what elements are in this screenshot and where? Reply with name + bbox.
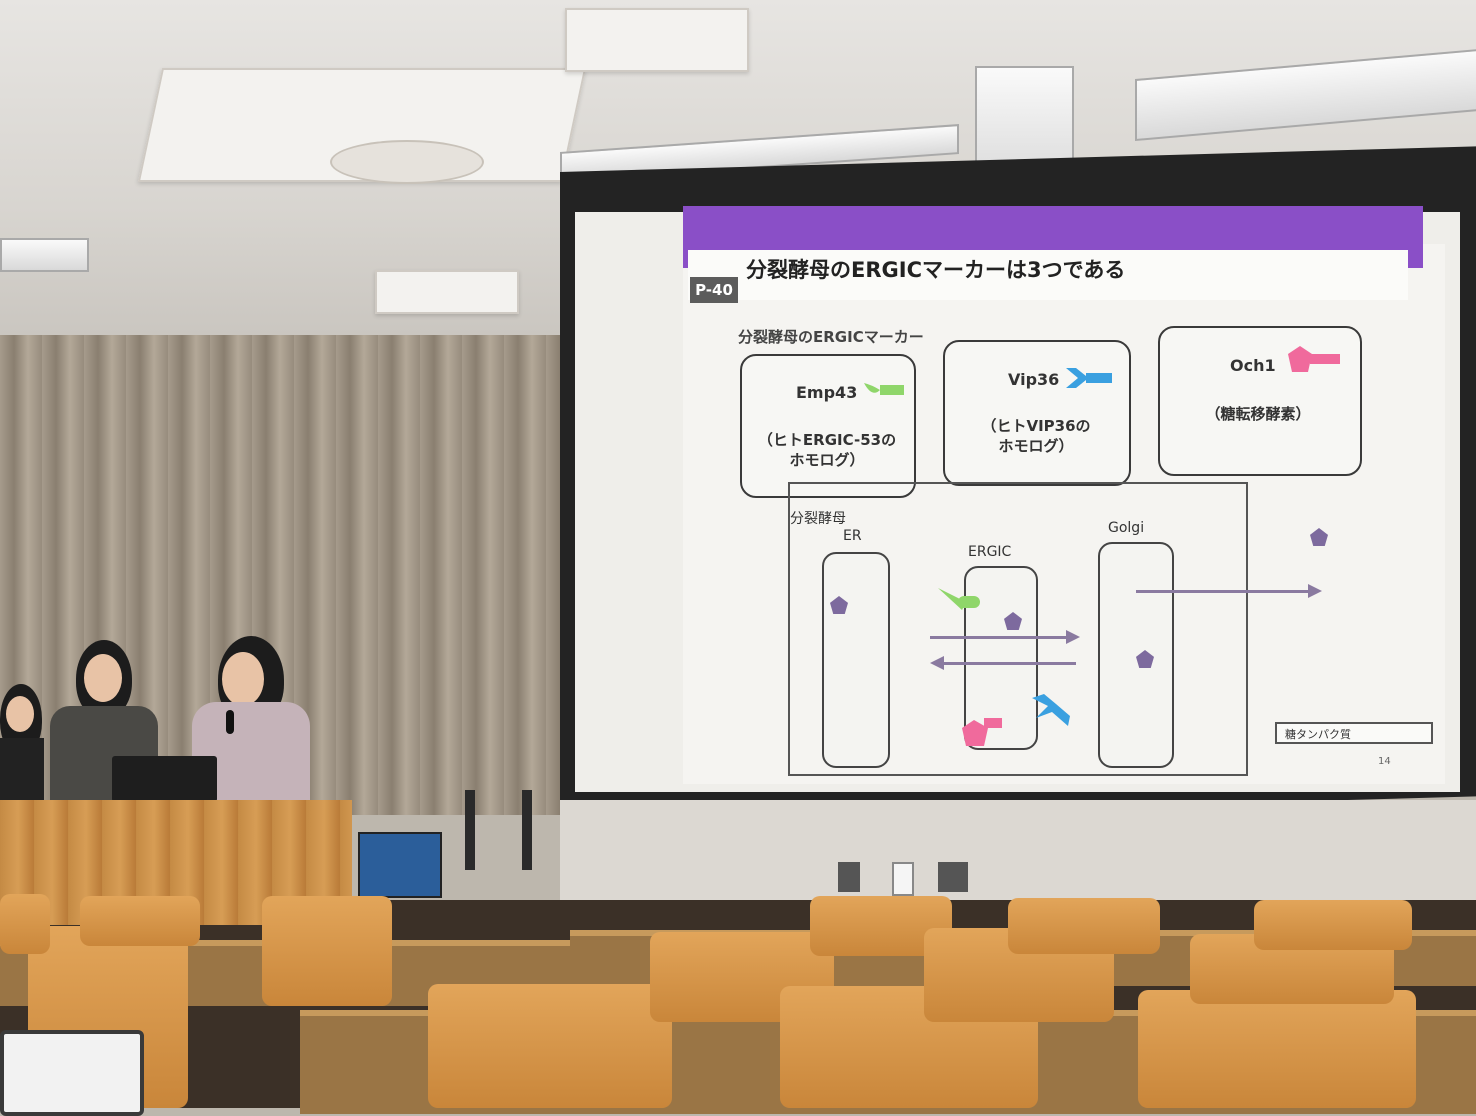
- y-receptor-icon: [1064, 366, 1114, 390]
- marker-desc: （ヒトVIP36の ホモログ）: [945, 416, 1127, 456]
- person-face: [222, 652, 264, 706]
- slide-page-number: 14: [1378, 756, 1391, 767]
- chair: [0, 894, 50, 954]
- forward-arrow: [930, 630, 1080, 644]
- marker-desc: （ヒトERGIC-53の ホモログ）: [742, 430, 912, 470]
- ceiling-fan: [330, 140, 484, 184]
- glycoprotein-icon: [830, 596, 848, 614]
- ceiling-light: [0, 238, 89, 272]
- wall-outlet: [938, 862, 968, 892]
- secretion-arrow: [1136, 584, 1322, 598]
- och1-enzyme-icon: [960, 710, 1008, 754]
- person-face: [6, 696, 34, 732]
- wall-switch: [892, 862, 914, 896]
- slide-title-bar: [688, 250, 1408, 300]
- person-face: [84, 654, 122, 702]
- marker-box-vip36: [943, 340, 1131, 486]
- golgi-label: Golgi: [1108, 520, 1145, 536]
- chair: [1138, 990, 1416, 1108]
- laptop-screen: [0, 1030, 144, 1116]
- ceiling-panel: [375, 270, 519, 314]
- laptop: [112, 756, 217, 802]
- cell-label: 分裂酵母: [790, 511, 846, 527]
- slide-subtitle: 分裂酵母のERGICマーカー: [738, 328, 924, 346]
- ergic-label: ERGIC: [968, 544, 1012, 560]
- cell-diagram: [788, 482, 1248, 776]
- glycoprotein-icon: [1310, 528, 1328, 546]
- ceiling-panel: [565, 8, 749, 72]
- marker-box-och1: [1158, 326, 1362, 476]
- glycoprotein-icon: [1136, 650, 1154, 668]
- slide-title: 分裂酵母のERGICマーカーは3つである: [746, 258, 1126, 282]
- marker-desc-line: （ヒトVIP36の: [981, 417, 1091, 435]
- marker-desc: （糖転移酵素）: [1160, 404, 1356, 424]
- marker-name: Vip36: [1008, 370, 1060, 389]
- marker-desc-line: ホモログ）: [789, 451, 865, 469]
- slide-number-badge: P-40: [690, 277, 738, 303]
- marker-name: Och1: [1230, 356, 1276, 375]
- marker-desc-line: （糖転移酵素）: [1205, 405, 1311, 423]
- person-body: [0, 738, 44, 808]
- y-receptor-icon: [862, 380, 906, 400]
- marker-box-emp43: [740, 354, 916, 498]
- marker-name: Emp43: [796, 383, 858, 402]
- legend: 糖タンパク質: [1275, 722, 1433, 744]
- microphone: [226, 710, 234, 734]
- vip36-receptor-icon: [1030, 692, 1074, 728]
- glycoprotein-icon: [1004, 612, 1022, 630]
- emp43-receptor-icon: [936, 586, 984, 616]
- wall-outlet: [838, 862, 860, 892]
- chair: [262, 896, 392, 1006]
- enzyme-icon: [1288, 344, 1342, 376]
- chair: [1008, 898, 1160, 954]
- chair: [80, 896, 200, 946]
- er-compartment: [822, 552, 890, 768]
- chair: [1254, 900, 1412, 950]
- equipment-cart: [358, 832, 442, 898]
- marker-desc-line: （ヒトERGIC-53の: [757, 431, 897, 449]
- mic-stand: [465, 790, 475, 870]
- mic-stand: [522, 790, 532, 870]
- er-label: ER: [843, 528, 862, 544]
- backward-arrow: [930, 656, 1076, 670]
- marker-desc-line: ホモログ）: [998, 437, 1074, 455]
- chair: [428, 984, 672, 1108]
- golgi-compartment: [1098, 542, 1174, 768]
